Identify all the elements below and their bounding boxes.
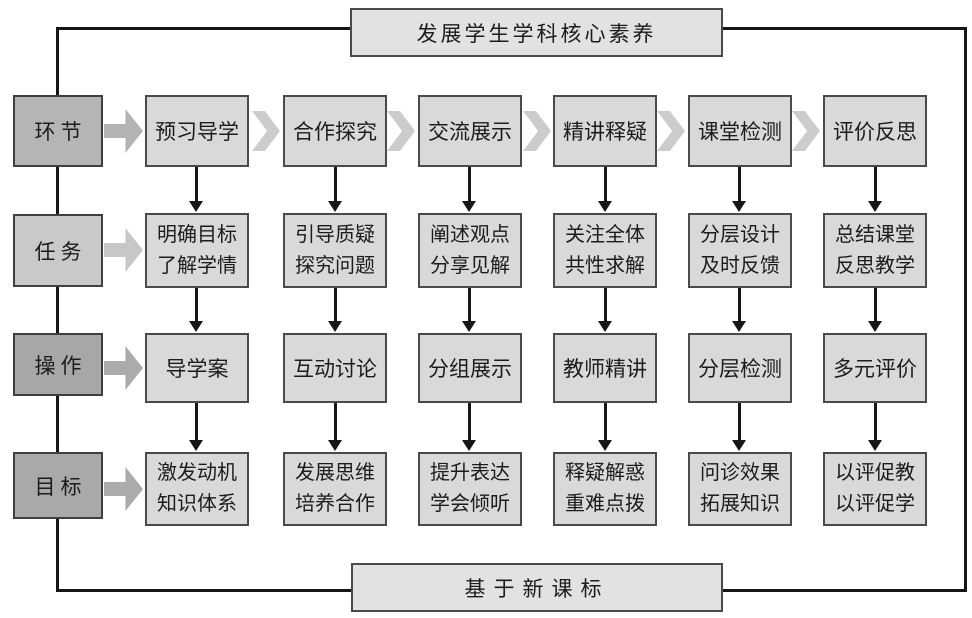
goal-box: 激发动机知识体系 [145, 452, 249, 526]
goal-text: 学会倾听 [430, 493, 510, 515]
operation-box: 多元评价 [823, 333, 927, 403]
down-arrow-icon [328, 288, 342, 332]
goal-text: 发展思维 [295, 462, 375, 484]
down-arrow-icon [598, 167, 612, 212]
stage-text: 交流展示 [428, 120, 512, 144]
task-text: 反思教学 [835, 254, 915, 277]
goal-text: 以评促教 [835, 462, 915, 484]
row-label-goal: 目标 [13, 452, 103, 519]
bottom-banner-label: 基于新课标 [464, 576, 610, 601]
down-arrow-icon [462, 288, 476, 332]
stage-box: 合作探究 [283, 95, 387, 167]
row-label-stage: 环节 [13, 95, 103, 167]
task-text: 共性求解 [565, 254, 645, 277]
goal-text: 释疑解惑 [565, 462, 645, 484]
task-box: 关注全体共性求解 [553, 213, 657, 288]
down-arrow-icon [868, 288, 882, 332]
operation-box: 导学案 [145, 333, 249, 403]
down-arrow-icon [868, 167, 882, 212]
task-text: 分层设计 [700, 223, 780, 246]
goal-box: 以评促教以评促学 [823, 452, 927, 526]
stage-text: 预习导学 [155, 120, 239, 144]
task-box: 总结课堂反思教学 [823, 213, 927, 288]
down-arrow-icon [328, 167, 342, 212]
operation-text: 互动讨论 [293, 357, 377, 381]
down-arrow-icon [189, 288, 203, 332]
operation-box: 分组展示 [418, 333, 522, 403]
task-box: 引导质疑探究问题 [283, 213, 387, 288]
stage-box: 评价反思 [823, 95, 927, 167]
stage-box: 预习导学 [145, 95, 249, 167]
down-arrow-icon [732, 403, 746, 451]
stage-text: 评价反思 [833, 120, 917, 144]
goal-box: 释疑解惑重难点拨 [553, 452, 657, 526]
goal-text: 拓展知识 [700, 493, 780, 515]
operation-text: 教师精讲 [563, 357, 647, 381]
stage-box: 精讲释疑 [553, 95, 657, 167]
operation-text: 多元评价 [833, 357, 917, 381]
row-label-task-text: 任务 [34, 239, 87, 264]
down-arrow-icon [462, 403, 476, 451]
down-arrow-icon [868, 403, 882, 451]
goal-text: 知识体系 [157, 493, 237, 515]
task-box: 阐述观点分享见解 [418, 213, 522, 288]
task-text: 关注全体 [565, 223, 645, 246]
task-text: 引导质疑 [295, 223, 375, 246]
row-label-goal-text: 目标 [34, 474, 87, 499]
task-text: 及时反馈 [700, 254, 780, 277]
task-box: 分层设计及时反馈 [688, 213, 792, 288]
goal-box: 问诊效果拓展知识 [688, 452, 792, 526]
operation-box: 互动讨论 [283, 333, 387, 403]
goal-text: 激发动机 [157, 462, 237, 484]
stage-box: 交流展示 [418, 95, 522, 167]
goal-text: 重难点拨 [565, 493, 645, 515]
stage-text: 课堂检测 [698, 120, 782, 144]
stage-box: 课堂检测 [688, 95, 792, 167]
operation-text: 分层检测 [698, 357, 782, 381]
stage-text: 精讲释疑 [563, 120, 647, 144]
goal-box: 提升表达学会倾听 [418, 452, 522, 526]
task-text: 了解学情 [157, 254, 237, 277]
down-arrow-icon [189, 403, 203, 451]
down-arrow-icon [732, 288, 746, 332]
task-text: 探究问题 [295, 254, 375, 277]
row-label-operation: 操作 [13, 333, 103, 396]
task-text: 明确目标 [157, 223, 237, 246]
row-label-operation-text: 操作 [34, 353, 87, 378]
goal-text: 培养合作 [295, 493, 375, 515]
bottom-banner: 基于新课标 [351, 563, 723, 612]
down-arrow-icon [598, 403, 612, 451]
goal-text: 以评促学 [835, 493, 915, 515]
stage-text: 合作探究 [293, 120, 377, 144]
operation-box: 教师精讲 [553, 333, 657, 403]
task-box: 明确目标了解学情 [145, 213, 249, 288]
goal-box: 发展思维培养合作 [283, 452, 387, 526]
goal-text: 问诊效果 [700, 462, 780, 484]
down-arrow-icon [328, 403, 342, 451]
task-text: 总结课堂 [835, 223, 915, 246]
task-text: 阐述观点 [430, 223, 510, 246]
task-text: 分享见解 [430, 254, 510, 277]
down-arrow-icon [462, 167, 476, 212]
row-label-stage-text: 环节 [34, 120, 87, 144]
operation-text: 分组展示 [428, 357, 512, 381]
operation-box: 分层检测 [688, 333, 792, 403]
goal-text: 提升表达 [430, 462, 510, 484]
down-arrow-icon [598, 288, 612, 332]
top-banner: 发展学生学科核心素养 [350, 8, 723, 57]
down-arrow-icon [189, 167, 203, 212]
operation-text: 导学案 [165, 357, 229, 381]
row-label-task: 任务 [13, 214, 103, 287]
top-banner-label: 发展学生学科核心素养 [416, 21, 657, 46]
down-arrow-icon [732, 167, 746, 212]
